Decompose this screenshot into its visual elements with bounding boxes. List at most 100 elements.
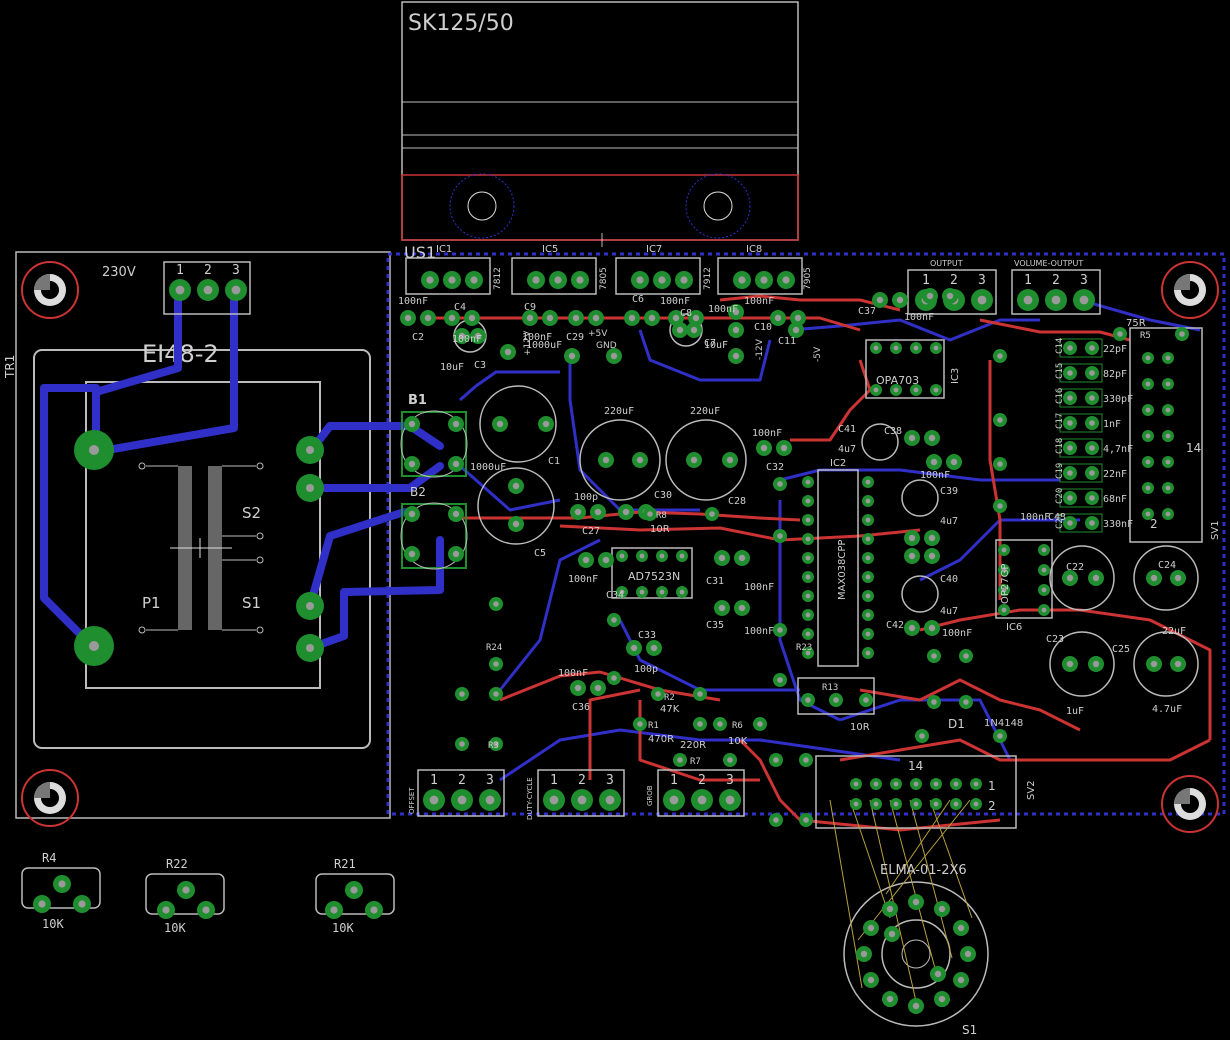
drill-hole [452,550,460,558]
voltage-regulators [405,257,803,295]
sv2-pin-14: 14 [908,759,923,773]
drill-hole [408,460,416,468]
drill-hole [873,387,879,393]
r1-value: 470R [648,734,674,745]
drill-hole [452,460,460,468]
drill-hole [679,553,685,559]
drill-hole [805,650,811,656]
drill-hole [930,458,938,466]
bridge-rectifier-b1: B1 [400,393,468,478]
cap-value: 100nF [1020,512,1050,523]
ic2-label: IC2 [830,458,846,469]
drill-hole [697,691,703,697]
drill-hole [452,420,460,428]
cap-name: C41 [838,424,856,435]
freq-cap-name: C15 [1055,363,1065,379]
drill-hole [732,308,740,316]
drill-hole [865,650,871,656]
drill-hole [782,276,790,284]
drill-hole [568,352,576,360]
transformer-pads [74,430,324,666]
freq-cap-value: 82pF [1103,369,1127,380]
signal-traces [420,294,1212,832]
cap-name: C9 [524,302,536,313]
drill-hole [676,326,684,334]
pot-name: R4 [42,851,56,865]
drill-hole [777,627,783,633]
resistor-name: R5 [1140,331,1151,341]
freq-cap-value: 330nF [1103,519,1133,530]
drill-hole [853,801,859,807]
drill-hole [542,420,550,428]
drill-hole [805,479,811,485]
freq-cap-name: C14 [1055,338,1065,354]
drill-hole [231,285,241,295]
drill-hole [933,345,939,351]
terminal-pin-number: 3 [232,263,240,278]
drill-hole [774,314,782,322]
diode-label: D1 [948,717,965,731]
cap-name: C33 [638,630,656,641]
drill-hole [928,552,936,560]
drill-hole [919,733,925,739]
drill-hole [448,276,456,284]
ic1-part: 7812 [493,267,503,290]
drill-hole [805,593,811,599]
drill-hole [933,387,939,393]
drill-hole [1179,331,1185,337]
drill-hole [426,276,434,284]
drill-hole [650,644,658,652]
drill-hole [946,292,954,300]
cap-name: C34 [606,590,624,601]
drill-hole [928,624,936,632]
drill-hole [760,276,768,284]
pot-name: R22 [166,857,188,871]
drill-hole [1092,660,1100,668]
drill-hole [865,517,871,523]
drill-hole [526,314,534,322]
resistor-name: R8 [656,511,667,521]
drill-hole [912,1002,920,1010]
drill-hole [717,721,723,727]
drill-hole [659,553,665,559]
drill-hole [594,684,602,692]
ic8-label: IC8 [746,244,762,255]
drill-hole [1067,470,1073,476]
drill-hole [554,276,562,284]
drill-hole [457,795,467,805]
cap-name: C29 [566,332,584,343]
primary-label: P1 [142,594,161,612]
cap-outline [1059,513,1103,533]
drill-hole [448,314,456,322]
cap-value: 22uF [1162,626,1186,637]
heatsink: SK125/50 [401,1,799,247]
cap-name: C30 [654,490,672,501]
drill-hole [452,510,460,518]
drill-hole [639,589,645,595]
drill-hole [1001,607,1007,613]
switch-label: S1 [962,1023,977,1037]
drill-hole [876,296,884,304]
drill-hole [504,348,512,356]
potentiometers [21,867,395,915]
cap-name: C32 [766,462,784,473]
drill-hole [182,886,190,894]
terminal-pin-number: 1 [430,773,438,788]
drill-hole [913,781,919,787]
cap-value: 4.7uF [1152,704,1182,715]
freq-cap-value: 330pF [1103,394,1133,405]
electrolytic-caps [453,313,1199,697]
drill-hole [697,795,707,805]
drill-hole [888,930,896,938]
drill-hole [647,511,653,517]
drill-hole [732,352,740,360]
ic7-label: IC7 [646,244,662,255]
drill-hole [546,314,554,322]
cap-value: 4u7 [940,516,958,527]
drill-hole [794,314,802,322]
drill-hole [1145,433,1151,439]
drill-hole [1067,370,1073,376]
terminal-pin-number: 2 [204,263,212,278]
drill-hole [1067,420,1073,426]
